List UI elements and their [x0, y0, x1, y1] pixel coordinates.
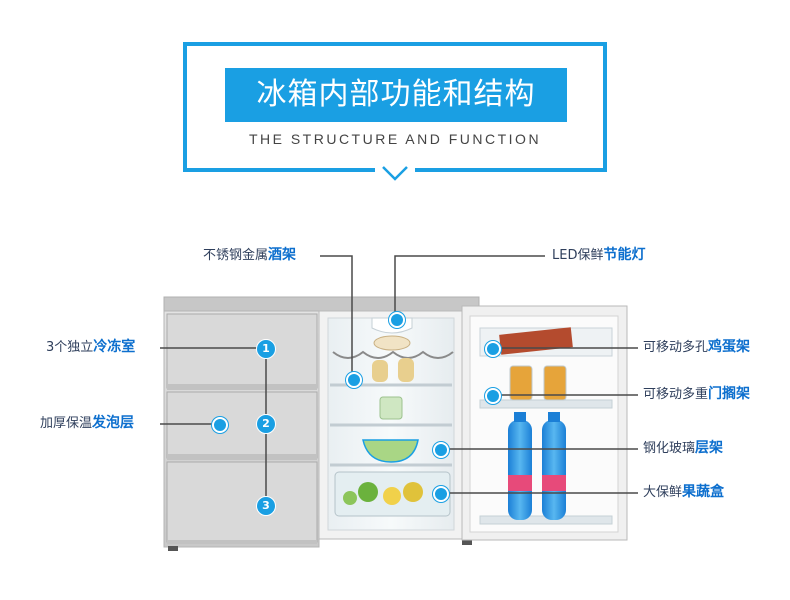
header-frame-bottom-left	[183, 168, 375, 172]
label-crisper: 大保鲜果蔬盒	[643, 483, 724, 502]
page-title: 冰箱内部功能和结构	[225, 68, 567, 122]
label-door-rack-prefix: 可移动多重	[643, 387, 709, 402]
label-foam-emphasis: 发泡层	[92, 415, 135, 431]
label-foam-prefix: 加厚保温	[40, 416, 93, 431]
label-egg-rack-prefix: 可移动多孔	[643, 340, 709, 355]
drawer-number-1: 1	[256, 339, 276, 359]
foam-marker	[212, 417, 228, 433]
crisper-marker	[433, 486, 449, 502]
label-freezer-emphasis: 冷冻室	[93, 339, 136, 355]
label-glass-shelf-emphasis: 层架	[695, 440, 724, 456]
drawer-number-2: 2	[256, 414, 276, 434]
label-crisper-prefix: 大保鲜	[643, 485, 683, 500]
label-door-rack-emphasis: 门搁架	[708, 386, 751, 402]
label-freezer-prefix: 3个独立	[46, 340, 94, 355]
label-egg-rack-emphasis: 鸡蛋架	[708, 339, 751, 355]
glass-shelf-marker	[433, 442, 449, 458]
egg-rack-marker	[485, 341, 501, 357]
label-wine-rack: 不锈钢金属酒架	[203, 246, 296, 265]
led-light-marker	[389, 312, 405, 328]
chevron-down-icon	[382, 166, 408, 181]
label-freezer: 3个独立冷冻室	[46, 338, 135, 357]
header-frame	[183, 42, 607, 170]
label-led-light-emphasis: 节能灯	[603, 247, 646, 263]
label-wine-rack-prefix: 不锈钢金属	[203, 248, 269, 263]
header-frame-bottom-right	[415, 168, 607, 172]
label-foam: 加厚保温发泡层	[40, 414, 134, 433]
label-door-rack: 可移动多重门搁架	[643, 385, 750, 404]
label-egg-rack: 可移动多孔鸡蛋架	[643, 338, 750, 357]
drawer-number-3: 3	[256, 496, 276, 516]
page-subtitle: THE STRUCTURE AND FUNCTION	[248, 131, 542, 147]
label-led-light-prefix: LED保鲜	[552, 248, 604, 263]
label-wine-rack-emphasis: 酒架	[268, 247, 297, 263]
freezer-drawers	[166, 313, 318, 544]
wine-rack-marker	[346, 372, 362, 388]
label-glass-shelf-prefix: 钢化玻璃	[643, 441, 696, 456]
label-led-light: LED保鲜节能灯	[552, 246, 645, 265]
door-rack-marker	[485, 388, 501, 404]
label-glass-shelf: 钢化玻璃层架	[643, 439, 723, 458]
label-crisper-emphasis: 果蔬盒	[682, 484, 725, 500]
